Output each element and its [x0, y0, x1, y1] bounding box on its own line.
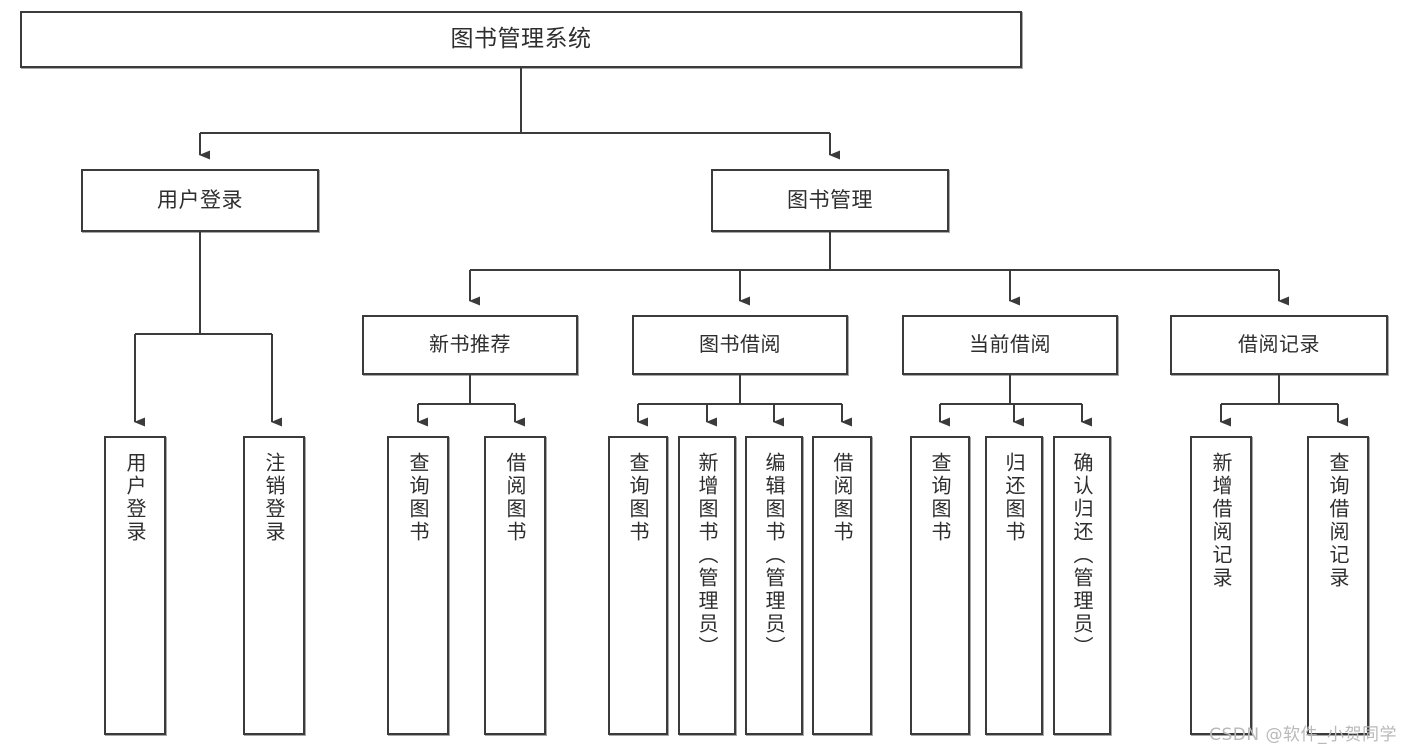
node-label: 归还图书: [1002, 452, 1026, 544]
node-label: 用户登录: [123, 452, 147, 544]
leaf-user-login[interactable]: 用户登录: [104, 436, 166, 735]
leaf-borrow-book-recommend[interactable]: 借阅图书: [484, 436, 546, 735]
node-label: 图书管理: [787, 188, 873, 213]
node-label: 编辑图书（管理员）: [762, 452, 786, 659]
leaf-query-book-recommend[interactable]: 查询图书: [387, 436, 449, 735]
leaf-query-book-current[interactable]: 查询图书: [910, 436, 970, 735]
node-label: 确认归还（管理员）: [1070, 452, 1094, 659]
leaf-logout[interactable]: 注销登录: [243, 436, 305, 735]
node-label: 新增借阅记录: [1209, 452, 1233, 590]
leaf-add-book-admin[interactable]: 新增图书（管理员）: [678, 436, 736, 735]
node-label: 查询图书: [928, 452, 952, 544]
leaf-query-book-borrow[interactable]: 查询图书: [608, 436, 668, 735]
node-label: 借阅图书: [503, 452, 527, 544]
node-label: 当前借阅: [969, 332, 1051, 357]
leaf-return-book[interactable]: 归还图书: [985, 436, 1043, 735]
node-current-borrow[interactable]: 当前借阅: [902, 315, 1118, 375]
node-label: 图书管理系统: [450, 25, 592, 52]
leaf-add-borrow-record[interactable]: 新增借阅记录: [1190, 436, 1252, 735]
node-book-borrow[interactable]: 图书借阅: [632, 315, 848, 375]
node-borrow-records[interactable]: 借阅记录: [1170, 315, 1388, 375]
node-label: 新书推荐: [429, 332, 511, 357]
node-new-book-recommend[interactable]: 新书推荐: [362, 315, 578, 375]
node-label: 注销登录: [262, 452, 286, 544]
node-label: 查询图书: [406, 452, 430, 544]
node-label: 借阅图书: [830, 452, 854, 544]
node-label: 图书借阅: [699, 332, 781, 357]
node-book-management[interactable]: 图书管理: [711, 169, 949, 232]
leaf-query-borrow-record[interactable]: 查询借阅记录: [1307, 436, 1369, 735]
node-label: 借阅记录: [1238, 332, 1320, 357]
leaf-borrow-book[interactable]: 借阅图书: [812, 436, 872, 735]
node-root-system[interactable]: 图书管理系统: [20, 11, 1022, 68]
node-user-login[interactable]: 用户登录: [81, 169, 319, 232]
node-label: 查询图书: [626, 452, 650, 544]
csdn-watermark: CSDN @软件_小贺同学: [1209, 725, 1397, 745]
leaf-edit-book-admin[interactable]: 编辑图书（管理员）: [745, 436, 803, 735]
leaf-confirm-return-admin[interactable]: 确认归还（管理员）: [1053, 436, 1111, 735]
node-label: 新增图书（管理员）: [695, 452, 719, 659]
node-label: 查询借阅记录: [1326, 452, 1350, 590]
node-label: 用户登录: [157, 188, 243, 213]
